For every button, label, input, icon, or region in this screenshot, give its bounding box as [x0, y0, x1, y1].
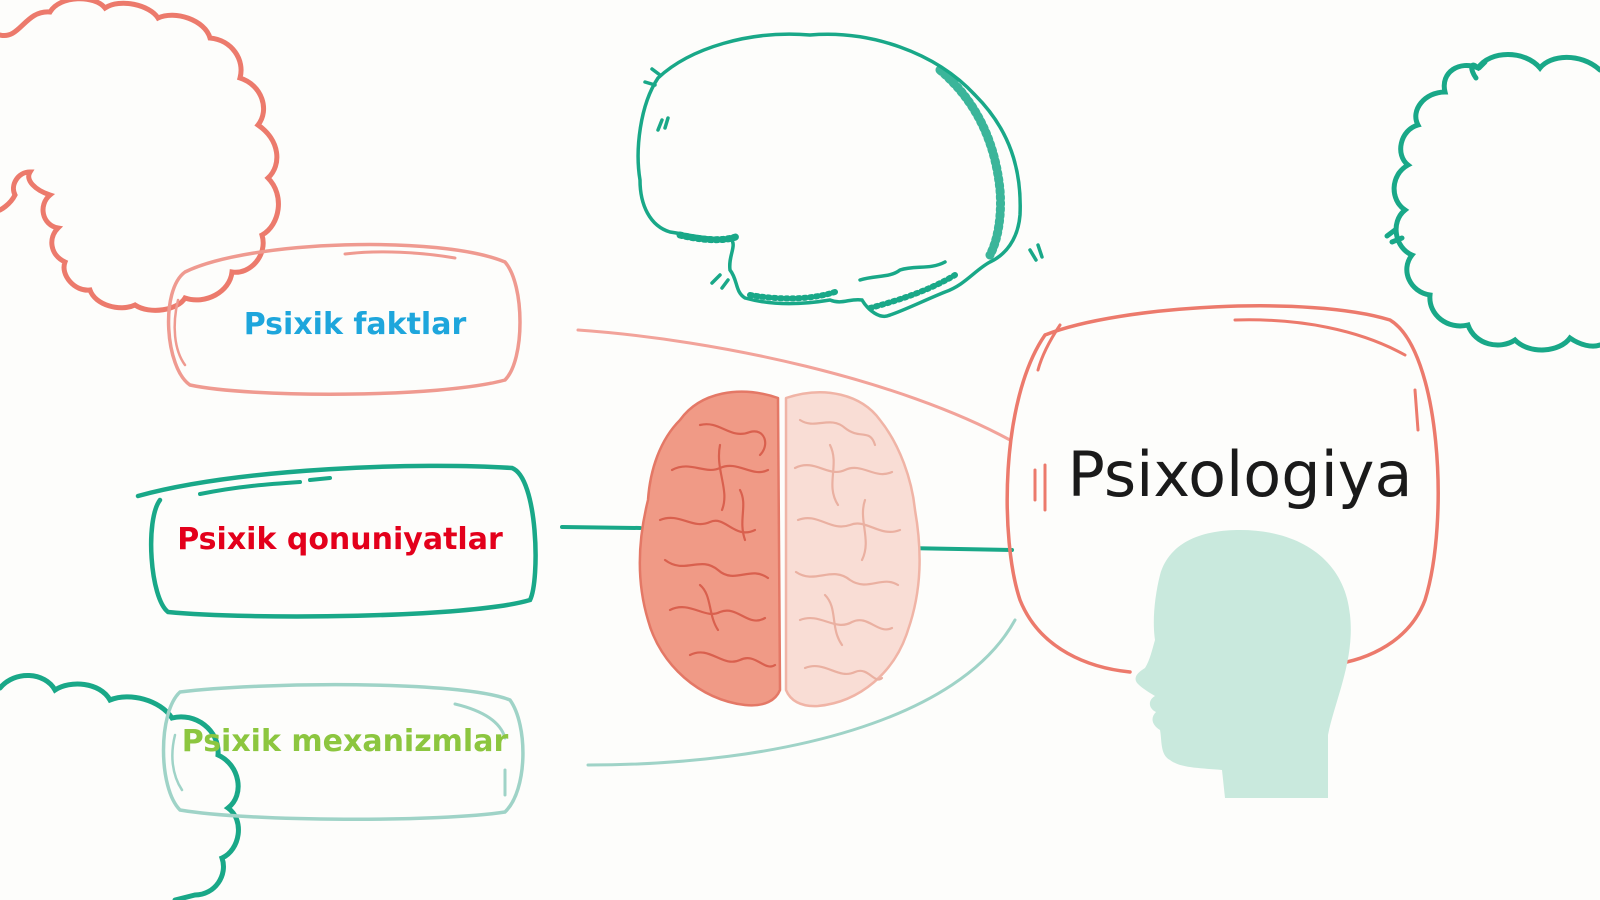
connector-laws [560, 525, 1014, 552]
head-silhouette-icon [1135, 530, 1351, 798]
central-title: Psixologiya [1067, 438, 1413, 511]
node-frame-mechanisms [161, 682, 525, 822]
brain-top-icon [638, 390, 921, 708]
brain-outline-icon [636, 32, 1044, 318]
node-frame-laws [135, 463, 538, 619]
node-label-facts: Psixik faktlar [243, 307, 467, 342]
cloud-coral-icon [0, 0, 281, 313]
cloud-teal-small-icon [0, 673, 241, 900]
node-label-laws: Psixik qonuniyatlar [177, 522, 503, 557]
connector-lines [560, 328, 1017, 767]
node-frame-facts [166, 242, 522, 396]
central-frame [1005, 304, 1440, 674]
connector-facts [576, 328, 1012, 442]
node-label-mechanisms: Psixik mexanizmlar [181, 724, 509, 759]
connector-mechanisms [586, 618, 1017, 767]
cloud-teal-icon [1384, 52, 1600, 353]
